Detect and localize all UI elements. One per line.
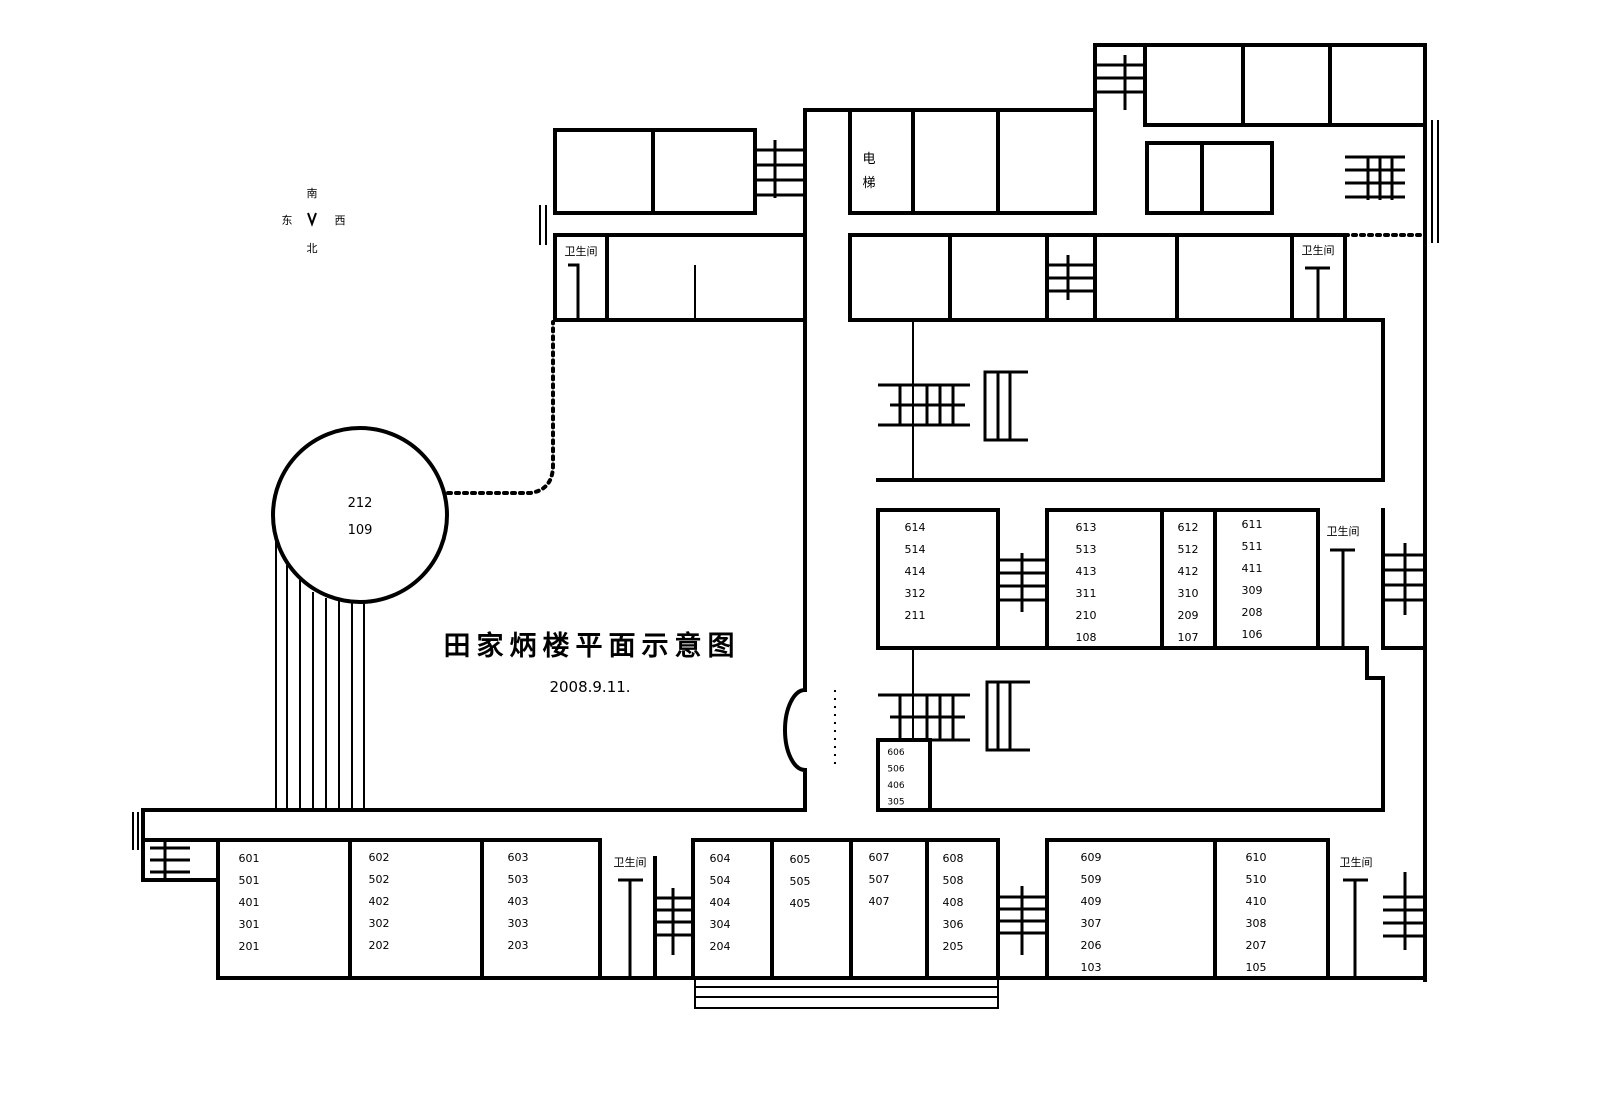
room-number: 607 <box>869 851 890 864</box>
room-number: 612 <box>1178 521 1199 534</box>
room-number: 502 <box>369 873 390 886</box>
room-number: 210 <box>1076 609 1097 622</box>
room-number: 301 <box>239 918 260 931</box>
room-number: 608 <box>943 852 964 865</box>
walls <box>132 43 1439 1009</box>
room-number: 606 <box>887 748 904 758</box>
compass-south: 南 <box>307 187 318 200</box>
room-number: 503 <box>508 873 529 886</box>
room-number: 404 <box>710 896 731 909</box>
room-number: 303 <box>508 917 529 930</box>
room-number: 413 <box>1076 565 1097 578</box>
plan-date: 2008.9.11. <box>549 678 630 696</box>
room-number: 403 <box>508 895 529 908</box>
room-number: 402 <box>369 895 390 908</box>
room-number: 510 <box>1246 873 1267 886</box>
room-number: 207 <box>1246 939 1267 952</box>
room-number: 312 <box>905 587 926 600</box>
room-number: 414 <box>905 565 926 578</box>
restroom-label: 卫生间 <box>1302 243 1335 257</box>
room-number: 203 <box>508 939 529 952</box>
compass-north: 北 <box>307 242 318 255</box>
room-number: 412 <box>1178 565 1199 578</box>
restroom-label: 卫生间 <box>1340 855 1373 869</box>
room-number: 108 <box>1076 631 1097 644</box>
room-number: 209 <box>1178 609 1199 622</box>
room-number: 410 <box>1246 895 1267 908</box>
room-labels: 614 514 414 312 211 613 513 413 311 210 108 612 512 4… <box>239 518 1267 974</box>
round-tower <box>271 426 449 604</box>
room-number: 205 <box>943 940 964 953</box>
room-number: 512 <box>1178 543 1199 556</box>
tower-room: 109 <box>348 523 373 538</box>
room-number: 603 <box>508 851 529 864</box>
room-number: 107 <box>1178 631 1199 644</box>
room-number: 310 <box>1178 587 1199 600</box>
compass-east: 东 <box>282 214 293 227</box>
room-number: 601 <box>239 852 260 865</box>
room-number: 309 <box>1242 584 1263 597</box>
room-number: 201 <box>239 940 260 953</box>
room-number: 602 <box>369 851 390 864</box>
room-number: 202 <box>369 939 390 952</box>
room-number: 206 <box>1081 939 1102 952</box>
room-number: 505 <box>790 875 811 888</box>
room-number: 513 <box>1076 543 1097 556</box>
room-number: 504 <box>710 874 731 887</box>
room-number: 614 <box>905 521 926 534</box>
room-number: 609 <box>1081 851 1102 864</box>
restroom-label: 卫生间 <box>614 855 647 869</box>
room-number: 508 <box>943 874 964 887</box>
room-number: 610 <box>1246 851 1267 864</box>
room-number: 306 <box>943 918 964 931</box>
room-number: 105 <box>1246 961 1267 974</box>
room-number: 204 <box>710 940 731 953</box>
room-number: 308 <box>1246 917 1267 930</box>
room-number: 511 <box>1242 540 1263 553</box>
room-number: 103 <box>1081 961 1102 974</box>
room-number: 605 <box>790 853 811 866</box>
room-number: 406 <box>887 781 904 791</box>
elevator-label: 电 <box>862 152 875 167</box>
room-number: 611 <box>1242 518 1263 531</box>
room-number: 405 <box>790 897 811 910</box>
room-number: 311 <box>1076 587 1097 600</box>
compass-west: 西 <box>335 214 346 227</box>
room-number: 514 <box>905 543 926 556</box>
room-number: 408 <box>943 896 964 909</box>
room-number: 501 <box>239 874 260 887</box>
room-number: 106 <box>1242 628 1263 641</box>
room-number: 304 <box>710 918 731 931</box>
room-number: 302 <box>369 917 390 930</box>
room-number: 509 <box>1081 873 1102 886</box>
room-number: 506 <box>887 765 904 775</box>
room-number: 507 <box>869 873 890 886</box>
room-number: 401 <box>239 896 260 909</box>
restroom-label: 卫生间 <box>1327 524 1360 538</box>
room-number: 208 <box>1242 606 1263 619</box>
room-number: 411 <box>1242 562 1263 575</box>
room-number: 211 <box>905 609 926 622</box>
compass-arrow-icon <box>307 212 317 227</box>
restroom-label: 卫生间 <box>565 244 598 258</box>
plan-title: 田家炳楼平面示意图 <box>444 630 741 662</box>
room-number: 604 <box>710 852 731 865</box>
compass: 南 东 西 北 <box>282 187 346 255</box>
room-number: 407 <box>869 895 890 908</box>
tower-room: 212 <box>348 496 373 511</box>
elevator-label: 梯 <box>862 176 875 191</box>
room-number: 409 <box>1081 895 1102 908</box>
room-number: 305 <box>887 798 904 808</box>
room-number: 307 <box>1081 917 1102 930</box>
room-number: 613 <box>1076 521 1097 534</box>
